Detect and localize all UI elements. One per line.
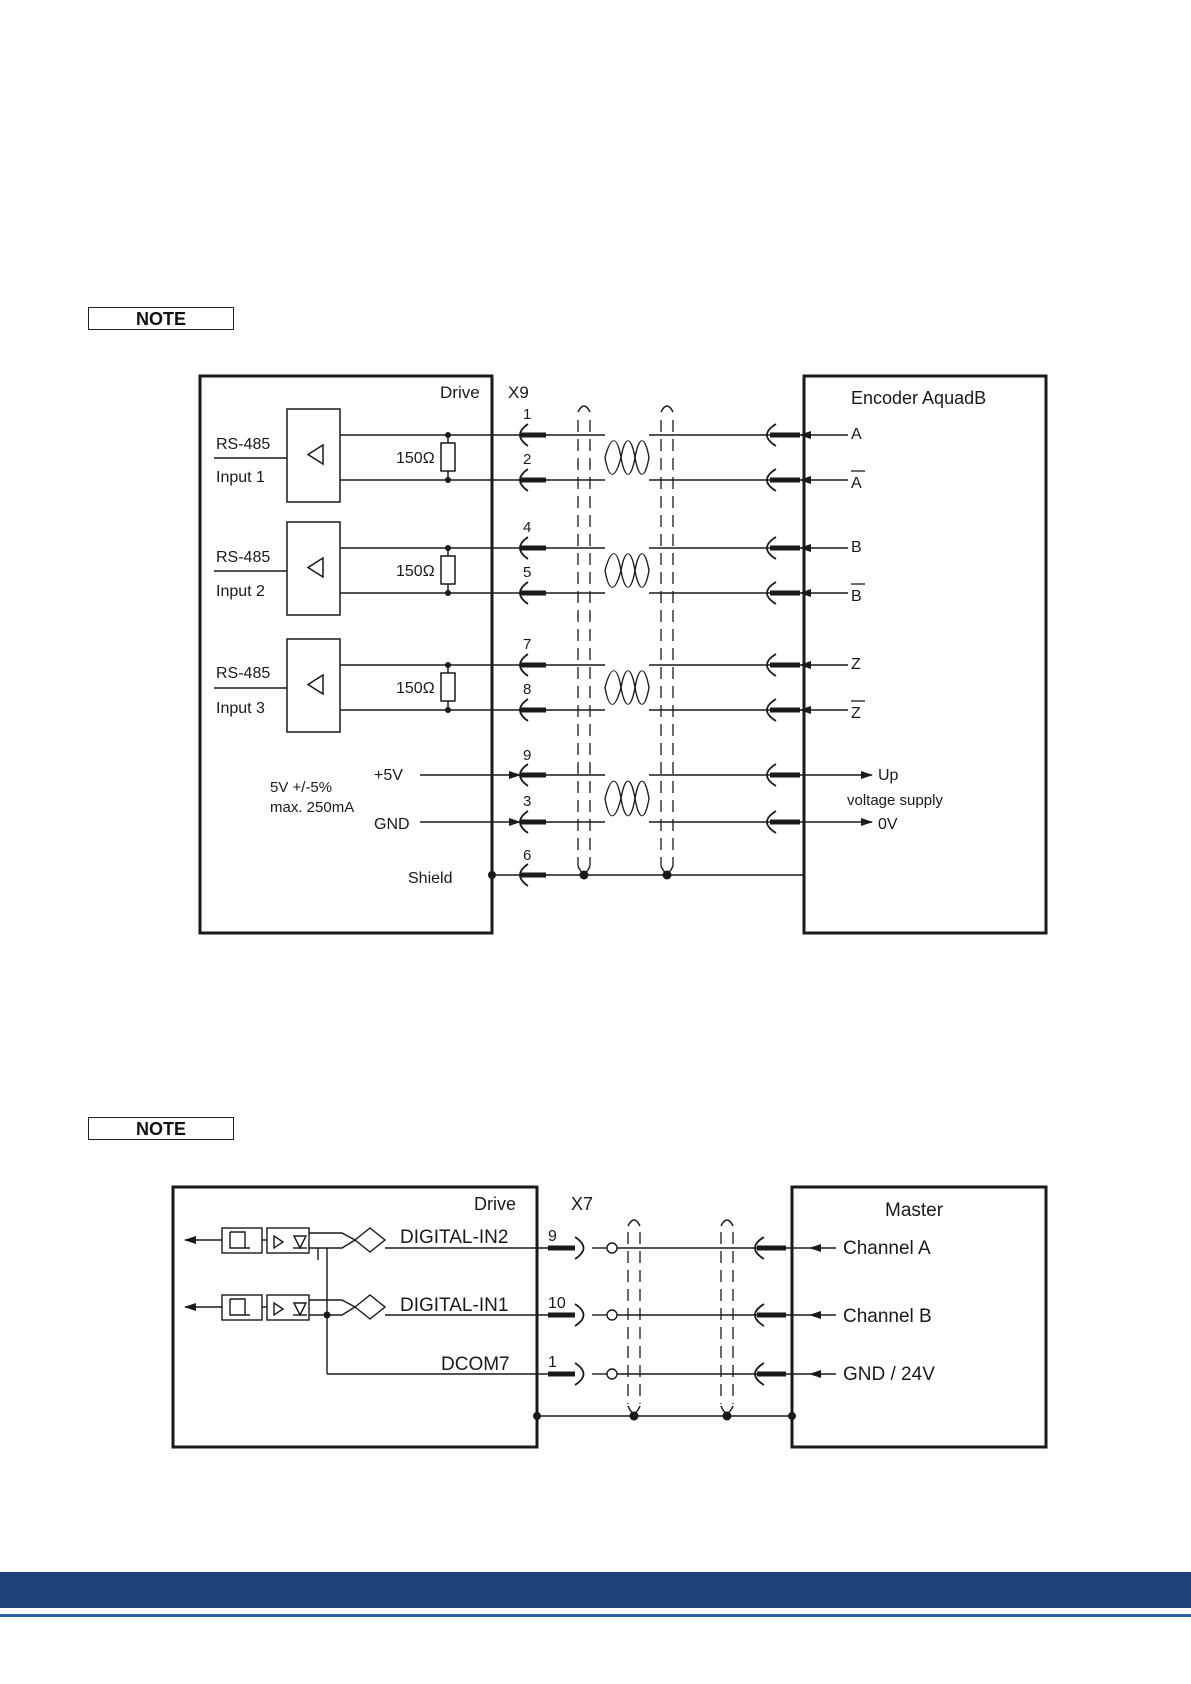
master-diagram-labels: Drive X7 Master DIGITAL-IN2 9 Channel A … [400,1194,944,1385]
supply-spec-line1: 5V +/-5% [270,779,332,796]
rs485-receivers [214,409,340,732]
drive-label: Drive [440,383,480,402]
pin-1-x7-label: 1 [548,1354,557,1371]
digital-in2-label: DIGITAL-IN2 [400,1227,508,1248]
channel-1-line2: Input 1 [216,469,265,486]
drive-label-2: Drive [474,1194,516,1214]
x9-sockets [520,424,528,886]
signal-b-label: B [851,539,862,556]
dcom7-label: DCOM7 [441,1354,510,1375]
resistor-1-label: 150Ω [396,450,435,467]
opto-input-1 [185,1295,575,1320]
connector-label-2: X7 [571,1194,593,1214]
digital-in1-label: DIGITAL-IN1 [400,1295,508,1316]
shield-label: Shield [408,870,452,887]
connector-label: X9 [508,383,529,402]
encoder-diagram [200,376,1046,933]
pin-4-label: 4 [523,519,531,536]
channel-b-label: Channel B [843,1306,932,1327]
supply-spec-line2: max. 250mA [270,799,354,816]
signal-z-inv-label: Z [851,705,861,722]
footer-line [0,1614,1191,1617]
pin-8-label: 8 [523,681,531,698]
signal-b-inv-label: B [851,588,862,605]
channel-2-line2: Input 2 [216,583,265,600]
signal-a-label: A [851,426,862,443]
resistor-2-label: 150Ω [396,563,435,580]
footer-bar [0,1572,1191,1608]
voltage-supply-label: voltage supply [847,792,943,809]
channel-3-line1: RS-485 [216,665,270,682]
signal-z-label: Z [851,656,861,673]
cable-shields [578,420,673,866]
plus5v-label: +5V [374,767,403,784]
pin-9-label: 9 [523,747,531,764]
signal-a-inv-label: A [851,475,862,492]
pin-3-label: 3 [523,793,531,810]
pin-6-label: 6 [523,847,531,864]
drive-box [200,376,492,933]
cable-lines [546,435,804,875]
gnd-24v-label: GND / 24V [843,1364,935,1385]
encoder-diagram-labels: Drive X9 Encoder AquadB RS-485 Input 1 1… [216,383,986,887]
pin-10-x7-label: 10 [548,1295,566,1312]
encoder-plugs [767,424,776,833]
zero-volt-label: 0V [878,816,898,833]
resistor-3-label: 150Ω [396,680,435,697]
channel-2-line1: RS-485 [216,549,270,566]
pin-1-label: 1 [523,406,531,423]
drive-box-2 [173,1187,537,1447]
up-label: Up [878,767,899,784]
pin-2-label: 2 [523,451,531,468]
opto-input-2 [185,1228,575,1260]
master-label: Master [885,1200,944,1221]
encoder-label: Encoder AquadB [851,388,986,408]
channel-1-line1: RS-485 [216,436,270,453]
pin-9-x7-label: 9 [548,1228,557,1245]
channel-3-line2: Input 3 [216,700,265,717]
encoder-box [804,376,1046,933]
pin-5-label: 5 [523,564,531,581]
channel-a-label: Channel A [843,1238,931,1259]
pin-7-label: 7 [523,636,531,653]
gnd-label: GND [374,816,410,833]
